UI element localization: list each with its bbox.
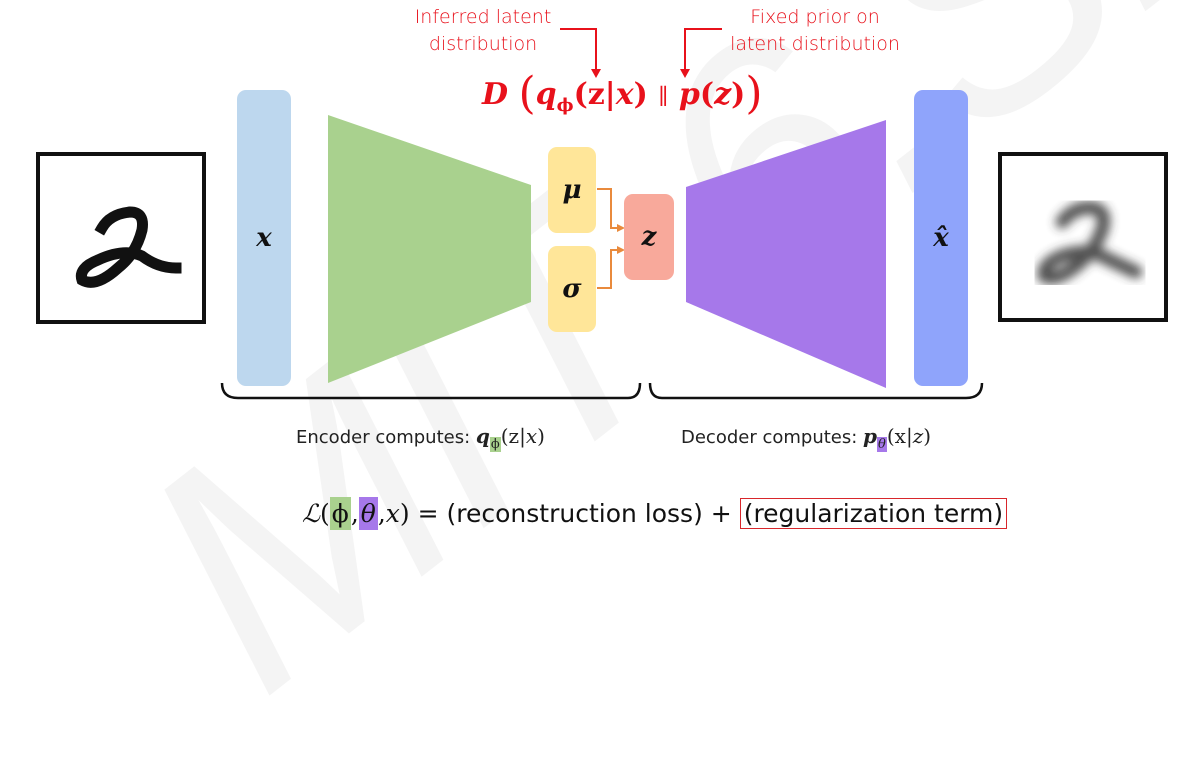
loss-L: ℒ — [302, 499, 321, 528]
decoder-caption-args: (x| — [886, 424, 913, 448]
divergence-z-given: (z| — [573, 77, 616, 112]
decoder-caption-text: Decoder computes: — [681, 427, 864, 448]
regularization-term: (regularization term) — [739, 498, 1008, 529]
divergence-parallel: ∥ — [658, 85, 669, 110]
annotation-inferred-line1: Inferred latent — [414, 6, 552, 28]
encoder-caption-text: Encoder computes: — [296, 427, 476, 448]
encoder-caption-x: x — [525, 424, 538, 448]
annotation-prior-line1: Fixed prior on — [750, 6, 880, 28]
loss-plus: + — [702, 499, 740, 528]
paren-open: ( — [518, 68, 536, 119]
loss-comma2: , — [377, 499, 386, 528]
mu-label: μ — [562, 175, 582, 205]
divergence-p: p — [678, 77, 700, 112]
input-digit-image — [75, 206, 182, 288]
input-layer: x — [237, 90, 291, 386]
encoder-brace — [220, 382, 642, 400]
arrow-mu-to-z — [597, 188, 625, 232]
encoder-caption-args: (z| — [500, 424, 526, 448]
decoder-brace — [648, 382, 984, 400]
annotation-inferred: Inferred latent distribution — [398, 4, 568, 58]
divergence-D: D — [482, 77, 509, 112]
decoder-network — [686, 120, 886, 388]
loss-close: ) — [399, 499, 410, 528]
annotation-prior-line2: latent distribution — [730, 33, 900, 55]
reconstruction-loss-term: (reconstruction loss) — [446, 499, 703, 528]
annotation-inferred-line2: distribution — [428, 33, 538, 55]
input-label: x — [256, 223, 272, 253]
annotation-arrows — [220, 28, 984, 400]
loss-open: ( — [320, 499, 330, 528]
encoder-caption: Encoder computes: qϕ(z|x) — [296, 424, 545, 452]
kl-divergence-expression: D (qϕ(z|x) ∥ p(z)) — [482, 68, 763, 119]
annotation-prior: Fixed prior on latent distribution — [710, 4, 920, 58]
decoder-caption: Decoder computes: pθ(x|z) — [681, 424, 931, 452]
divergence-x: x — [615, 77, 634, 112]
loss-comma1: , — [350, 499, 359, 528]
output-label: x̂ — [933, 223, 949, 253]
output-layer: x̂ — [914, 90, 968, 386]
latent-node: z — [624, 194, 674, 280]
decoder-caption-theta: θ — [877, 436, 887, 452]
arrow-inferred — [560, 28, 601, 78]
arrow-sigma-to-z — [597, 246, 625, 289]
sigma-label: σ — [562, 274, 582, 304]
loss-theta: θ — [358, 497, 378, 530]
input-image — [36, 152, 206, 324]
encoder-caption-q: q — [475, 424, 490, 448]
output-image — [998, 152, 1168, 322]
decoder-caption-p: p — [863, 424, 878, 448]
decoder-caption-close: ) — [923, 424, 932, 448]
encoder-caption-phi: ϕ — [489, 436, 501, 452]
loss-x: x — [385, 499, 400, 528]
latent-label: z — [641, 222, 657, 252]
loss-equation: ℒ(ϕ,θ,x) = (reconstruction loss) + (regu… — [302, 497, 1008, 530]
encoder-network — [328, 115, 531, 383]
encoder-caption-close: ) — [537, 424, 545, 448]
output-digit-image — [1037, 201, 1143, 285]
decoder-caption-z: z — [912, 424, 924, 448]
divergence-close: ) — [633, 77, 648, 112]
mu-node: μ — [548, 147, 596, 233]
divergence-pz-close: ) — [731, 77, 746, 112]
divergence-q-sub: ϕ — [556, 95, 574, 116]
loss-phi: ϕ — [329, 497, 351, 530]
loss-equals: = — [409, 499, 447, 528]
divergence-pz-open: ( — [699, 77, 715, 112]
divergence-z: z — [714, 77, 732, 112]
divergence-q: q — [535, 77, 557, 112]
arrow-prior — [680, 28, 722, 78]
sigma-node: σ — [548, 246, 596, 332]
paren-close: ) — [745, 68, 763, 119]
